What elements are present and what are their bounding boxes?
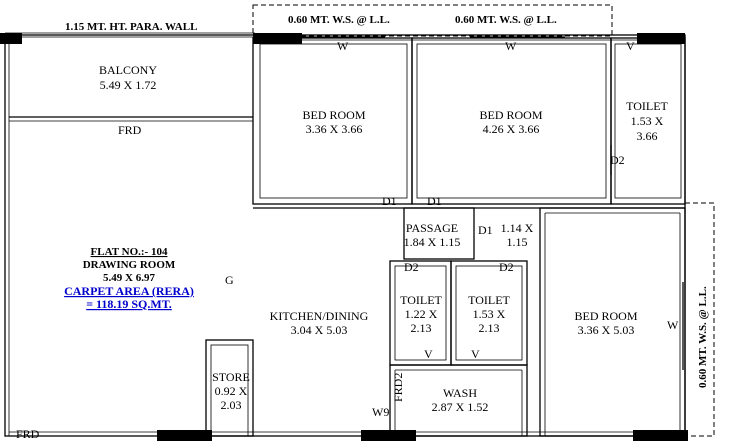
window-shade-top [252, 4, 613, 37]
toilet-2-inner [394, 265, 447, 361]
frd-mark-entry: FRD [16, 427, 40, 441]
toilet-1-name: TOILET [626, 99, 668, 113]
carpet-area-label: CARPET AREA (RERA) [64, 284, 194, 298]
ws-label-right: 0.60 MT. W.S. @ L.L. [455, 14, 557, 26]
passage-name: PASSAGE [406, 221, 458, 235]
store-size-a: 0.92 X [215, 384, 248, 398]
wall-block-bottom-1 [157, 430, 212, 441]
kitchen-size: 3.04 X 5.03 [291, 323, 348, 337]
bed-room-3-name: BED ROOM [574, 309, 637, 323]
wall-block-tl [0, 33, 22, 44]
frd2-mark: FRD2 [391, 373, 405, 402]
balcony-name: BALCONY [99, 63, 157, 77]
vent-mark-toilet3: V [471, 347, 480, 361]
window-mark-w9: W9 [372, 405, 389, 419]
toilet-2-name: TOILET [400, 293, 442, 307]
ws-label-left: 0.60 MT. W.S. @ L.L. [288, 14, 390, 26]
door-mark-toilet2: D2 [404, 260, 419, 274]
toilet-2-size-b: 2.13 [411, 321, 432, 335]
toilet-2-size-a: 1.22 X [405, 307, 438, 321]
bed-room-2-size: 4.26 X 3.66 [483, 122, 540, 136]
wash-walls [389, 364, 528, 437]
vent-mark-toilet1: V [626, 39, 635, 53]
window-mark-bed2: W [505, 39, 517, 53]
drawing-room-size: 5.49 X 6.97 [103, 272, 155, 284]
bed-room-1-size: 3.36 X 3.66 [306, 122, 363, 136]
parapet-wall-label: 1.15 MT. HT. PARA. WALL [65, 21, 197, 33]
passage-size: 1.84 X 1.15 [404, 235, 461, 249]
toilet-3-size-a: 1.53 X [473, 307, 506, 321]
window-shade-right [684, 202, 715, 437]
ws-label-side: 0.60 MT. W.S. @ L.L. [697, 286, 709, 388]
wall-block-top-mid [253, 33, 302, 44]
bed-room-3-walls [539, 207, 686, 437]
vent-mark-toilet2: V [424, 347, 433, 361]
store-inner [210, 344, 249, 437]
toilet-1-size-b: 3.66 [637, 129, 658, 143]
balcony-size: 5.49 X 1.72 [100, 78, 157, 92]
passage-side-size-a: 1.14 X [501, 221, 534, 235]
bed-room-1-inner [259, 43, 408, 199]
window-mark-bed1: W [337, 39, 349, 53]
store-size-b: 2.03 [221, 398, 242, 412]
bed-room-2-name: BED ROOM [479, 108, 542, 122]
bed-room-2-inner [416, 43, 607, 199]
toilet-3-size-b: 2.13 [479, 321, 500, 335]
passage-side-size-b: 1.15 [507, 235, 528, 249]
drawing-room-name: DRAWING ROOM [83, 259, 176, 271]
carpet-area-value: = 118.19 SQ.MT. [86, 297, 172, 311]
bed-room-3-size: 3.36 X 5.03 [578, 323, 635, 337]
window-mark-bed3: W [667, 318, 679, 332]
bed-room-1-name: BED ROOM [302, 108, 365, 122]
door-mark-toilet1: D2 [610, 153, 625, 167]
kitchen-name: KITCHEN/DINING [270, 309, 369, 323]
store-name: STORE [212, 370, 250, 384]
flat-number: FLAT NO.:- 104 [91, 246, 168, 258]
door-mark-bed2: D1 [427, 194, 442, 208]
wall-block-tr [637, 33, 685, 44]
wash-name: WASH [443, 386, 477, 400]
wall-block-bottom-2 [361, 430, 416, 441]
toilet-3-name: TOILET [468, 293, 510, 307]
toilet-1-size-a: 1.53 X [631, 114, 664, 128]
door-mark-passage: D1 [478, 223, 493, 237]
outer-wall [4, 34, 686, 437]
wash-size: 2.87 X 1.52 [432, 400, 489, 414]
gate-mark: G [225, 273, 234, 287]
wall-block-bottom-3 [633, 430, 688, 441]
door-mark-toilet3: D2 [499, 260, 514, 274]
door-mark-bed1: D1 [382, 194, 397, 208]
frd-mark-balcony: FRD [118, 123, 142, 137]
toilet-3-inner [455, 265, 523, 361]
